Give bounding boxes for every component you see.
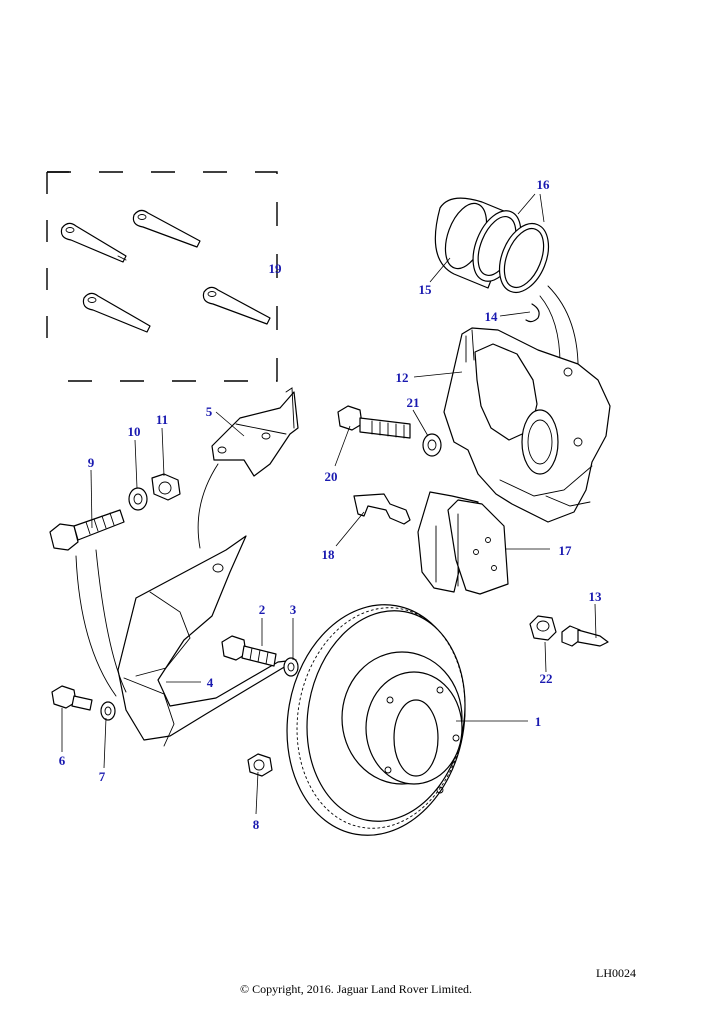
split-pin [60,222,127,263]
illustration-reference-code: LH0024 [596,966,636,980]
callout-5: 5 [206,404,213,419]
mudshield-washer [283,657,299,677]
callout-1: 1 [535,714,542,729]
callout-14: 14 [485,309,499,324]
callout-17: 17 [559,543,573,558]
callout-9: 9 [88,455,95,470]
callout-12: 12 [396,370,409,385]
leader-lines [61,193,597,815]
callout-4: 4 [207,675,214,690]
caliper-bolt [337,405,411,439]
split-pin [132,209,201,248]
hex-nut [151,473,181,501]
callout-8: 8 [253,817,260,832]
split-pin-group-box [46,171,278,382]
assembly-arrow [539,295,561,365]
callout-22: 22 [540,671,553,686]
callout-13: 13 [589,589,603,604]
callout-18: 18 [322,547,336,562]
callout-3: 3 [290,602,297,617]
callout-20: 20 [325,469,338,484]
callout-6: 6 [59,753,66,768]
mudshield [117,535,297,747]
brake-disc [286,604,466,836]
caliper-washer [422,433,442,457]
callout-10: 10 [128,424,141,439]
copyright-notice: © Copyright, 2016. Jaguar Land Rover Lim… [239,982,473,996]
piston-seal-inner [498,223,550,293]
bleed-screw [561,625,609,647]
callout-15: 15 [419,282,433,297]
callout-16: 16 [537,177,551,192]
callout-19: 19 [269,261,283,276]
screw-washer [100,701,116,721]
callout-7: 7 [99,769,106,784]
bleed-screw-cap [529,615,557,641]
mudshield-screw [51,685,93,711]
pad-retaining-spring [353,493,411,525]
mudshield-bolt-long [49,509,125,551]
split-pin [202,286,271,325]
brake-pad-set [417,491,509,595]
callout-2: 2 [259,602,266,617]
circlip [525,303,540,323]
callout-21: 21 [407,395,420,410]
assembly-arrow [197,463,219,549]
assembly-arrow [75,555,117,697]
spring-washer [128,487,148,511]
mudshield-bracket [211,387,299,477]
callout-11: 11 [156,412,168,427]
assembly-arrow [95,549,127,693]
mudshield-bolt [221,635,277,667]
split-pin [82,292,151,333]
brake-caliper [443,327,611,523]
flange-nut [247,753,273,777]
